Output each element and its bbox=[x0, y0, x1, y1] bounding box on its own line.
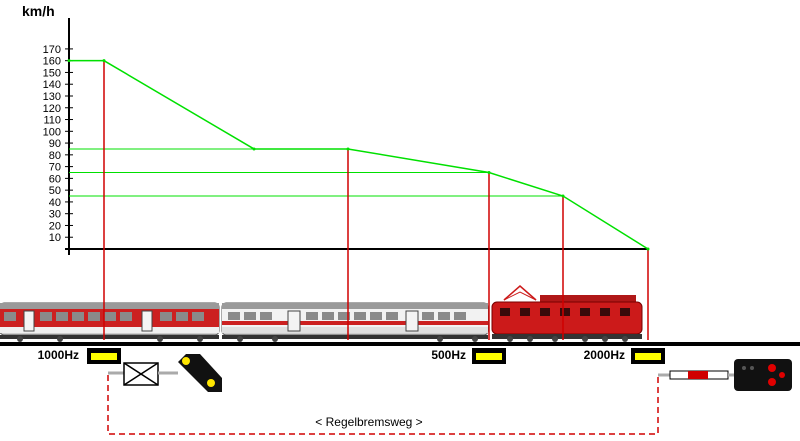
speed-curve-point bbox=[646, 247, 650, 251]
y-tick-label: 170 bbox=[43, 44, 61, 56]
y-tick-label: 10 bbox=[49, 232, 61, 244]
speed-curve-point bbox=[487, 170, 491, 174]
y-tick-label: 150 bbox=[43, 67, 61, 79]
magnet-indicator bbox=[635, 353, 661, 360]
y-tick-label: 120 bbox=[43, 103, 61, 115]
locomotive bbox=[491, 285, 643, 339]
magnet-frequency-label: 500Hz bbox=[431, 348, 466, 362]
speed-curve-point bbox=[346, 147, 350, 151]
magnet-frequency-label: 1000Hz bbox=[38, 348, 79, 362]
speed-curve-point bbox=[561, 194, 565, 198]
y-tick-label: 160 bbox=[43, 56, 61, 68]
y-tick-label: 100 bbox=[43, 126, 61, 138]
speed-curve-point bbox=[67, 59, 71, 63]
y-tick-label: 130 bbox=[43, 91, 61, 103]
speed-curve-point bbox=[102, 59, 106, 63]
rail bbox=[0, 342, 800, 346]
y-tick-label: 80 bbox=[49, 150, 61, 162]
y-tick-label: 70 bbox=[49, 162, 61, 174]
distant-signal bbox=[108, 354, 222, 392]
magnet-indicator bbox=[476, 353, 502, 360]
y-tick-label: 40 bbox=[49, 197, 61, 209]
passenger-coach-2 bbox=[221, 302, 489, 339]
brake-distance-line bbox=[107, 375, 659, 435]
magnet-frequency-label: 2000Hz bbox=[584, 348, 625, 362]
magnet-indicator bbox=[91, 353, 117, 360]
speed-curve-point bbox=[252, 147, 256, 151]
y-axis-unit-label: km/h bbox=[22, 3, 55, 19]
track-scenery bbox=[0, 285, 800, 435]
y-tick-label: 50 bbox=[49, 185, 61, 197]
wheels bbox=[17, 336, 628, 342]
y-tick-label: 60 bbox=[49, 173, 61, 185]
y-tick-label: 30 bbox=[49, 209, 61, 221]
y-tick-label: 110 bbox=[43, 115, 61, 127]
y-tick-label: 140 bbox=[43, 79, 61, 91]
y-tick-label: 20 bbox=[49, 220, 61, 232]
y-tick-label: 90 bbox=[49, 138, 61, 150]
passenger-coach-1 bbox=[0, 302, 220, 339]
speed-curve bbox=[69, 59, 649, 250]
main-signal bbox=[658, 359, 792, 391]
brake-distance-label: < Regelbremsweg > bbox=[315, 415, 422, 429]
